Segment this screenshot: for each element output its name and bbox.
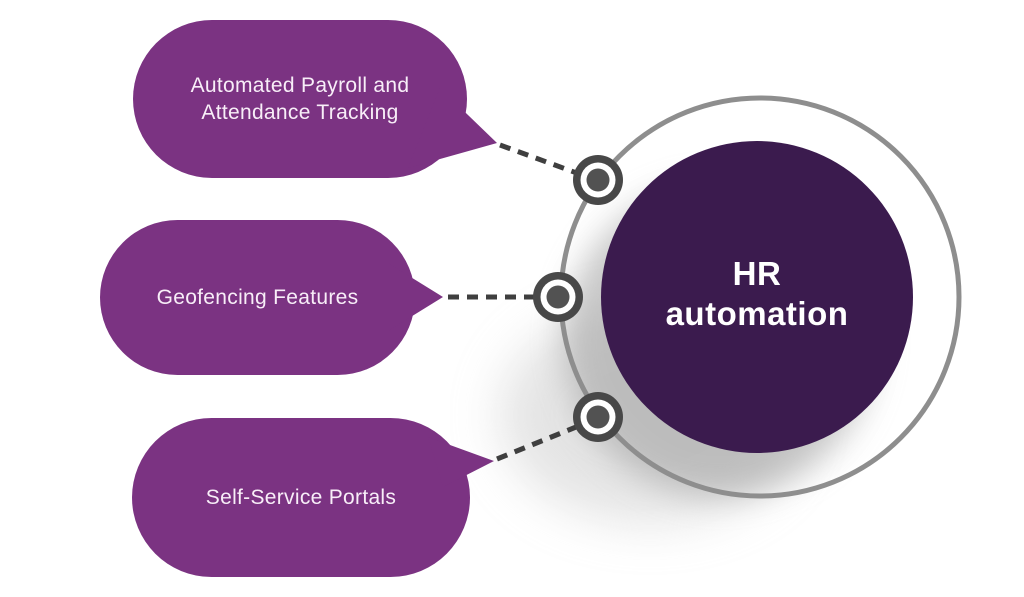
connector-dot-icon bbox=[573, 155, 623, 205]
dashed-connectors bbox=[448, 142, 587, 462]
connector-dots bbox=[533, 155, 623, 442]
connector-dot-icon bbox=[573, 392, 623, 442]
bubble-automated-payroll-shape bbox=[133, 20, 497, 178]
bubble-geofencing-shape bbox=[100, 220, 443, 375]
hub-circle bbox=[601, 141, 913, 453]
dashed-connector-bottom bbox=[496, 420, 587, 462]
speech-bubbles bbox=[100, 20, 497, 577]
dashed-connector-top bbox=[499, 142, 586, 179]
connector-dot-icon bbox=[533, 272, 583, 322]
bubble-self-service-shape bbox=[132, 418, 494, 577]
